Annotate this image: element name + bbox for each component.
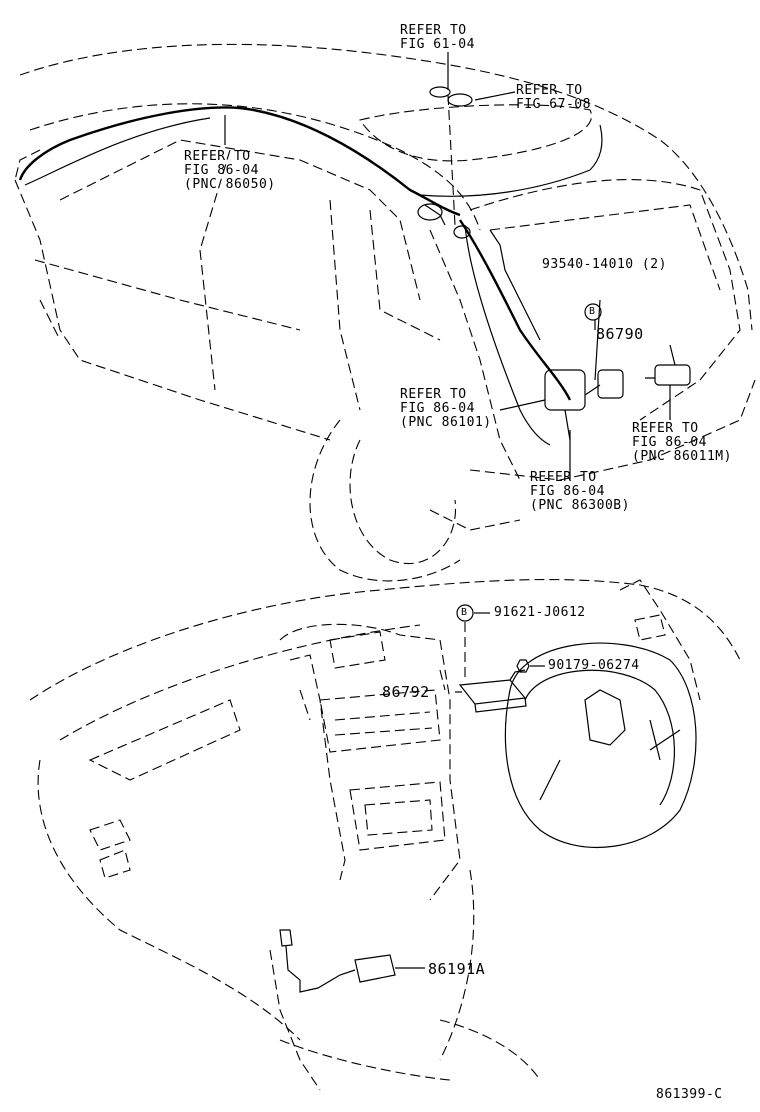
ref-fig61-line1: REFER TO — [400, 23, 467, 38]
antenna-amplifier-86790 — [544, 369, 624, 441]
ref-fig67-line2: FIG 67-08 — [516, 97, 591, 112]
leader-lines-upper — [224, 52, 671, 480]
vehicle-body-outline — [14, 43, 756, 582]
ref-pnc86300b-line3: (PNC 86300B) — [530, 498, 630, 513]
dashboard-outline — [29, 579, 741, 1091]
figure-code: 861399-C — [656, 1087, 723, 1102]
ref-fig61-line2: FIG 61-04 — [400, 37, 475, 52]
ref-fig67-line1: REFER TO — [516, 83, 583, 98]
part-86792: 86792 — [382, 683, 430, 701]
ref-pnc86300b-line1: REFER TO — [530, 470, 597, 485]
part-93540: 93540-14010 (2) — [542, 257, 667, 272]
ref-pnc86050-line3: (PNC 86050) — [184, 177, 276, 192]
leader-lines-lower — [395, 612, 545, 969]
ref-pnc86101-line1: REFER TO — [400, 387, 467, 402]
ref-pnc86101-line3: (PNC 86101) — [400, 415, 492, 430]
steering-wheel — [504, 642, 697, 848]
badge-b-upper-letter: B — [589, 306, 596, 317]
badge-b-upper — [584, 303, 602, 321]
radio-receiver-86792 — [458, 669, 527, 713]
nut-90179 — [516, 659, 530, 673]
ref-pnc86011m-line3: (PNC 86011M) — [632, 449, 732, 464]
door-handle-connector — [645, 344, 691, 386]
ref-pnc86101-line2: FIG 86-04 — [400, 401, 475, 416]
part-86191a: 86191A — [428, 960, 486, 978]
part-91621: 91621-J0612 — [494, 605, 586, 620]
remote-switch-86191a — [279, 929, 396, 993]
ref-pnc86300b-line2: FIG 86-04 — [530, 484, 605, 499]
ref-pnc86011m-line1: REFER TO — [632, 421, 699, 436]
badge-b-lower-letter: B — [461, 607, 468, 618]
part-90179: 90179-06274 — [548, 658, 640, 673]
ref-pnc86050-line1: REFER TO — [184, 149, 251, 164]
roof-harness — [18, 106, 603, 446]
badge-b-lower — [456, 604, 474, 622]
ref-pnc86050-line2: FIG 86-04 — [184, 163, 259, 178]
part-86790: 86790 — [596, 325, 644, 343]
ref-pnc86011m-line2: FIG 86-04 — [632, 435, 707, 450]
